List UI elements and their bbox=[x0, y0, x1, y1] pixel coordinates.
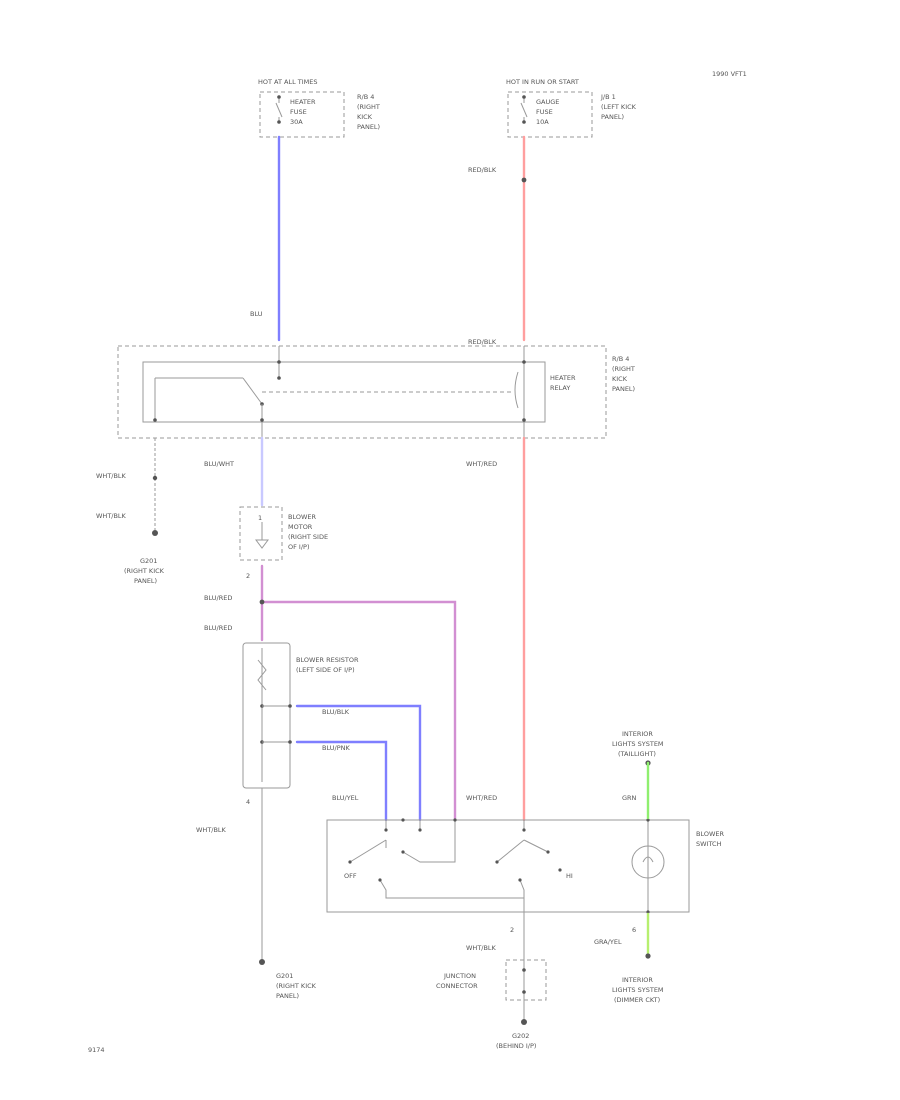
svg-text:BLU/RED: BLU/RED bbox=[204, 594, 232, 602]
blower-resistor: BLOWER RESISTOR (LEFT SIDE OF I/P) bbox=[242, 642, 359, 789]
svg-text:RELAY: RELAY bbox=[550, 384, 570, 392]
svg-text:6: 6 bbox=[632, 926, 636, 934]
blu-blk-wire bbox=[295, 704, 422, 822]
blower-motor: 1 BLOWER MOTOR (RIGHT SIDE OF I/P) bbox=[239, 506, 328, 561]
svg-text:JUNCTION: JUNCTION bbox=[443, 972, 476, 980]
ground-g201-mid bbox=[259, 959, 265, 965]
gauge-fuse-header: HOT IN RUN OR START bbox=[506, 78, 579, 86]
heater-relay: RED/BLK HEATER RELAY R/B 4 (RIGHT KICK P… bbox=[117, 338, 635, 439]
svg-text:KICK: KICK bbox=[357, 113, 373, 121]
gauge-fuse: HOT IN RUN OR START GAUGE FUSE 10A J/B 1… bbox=[506, 78, 637, 138]
ground-g201-left bbox=[152, 530, 158, 536]
blu-red-wire bbox=[260, 564, 457, 822]
svg-text:(RIGHT: (RIGHT bbox=[612, 365, 635, 373]
svg-text:(RIGHT: (RIGHT bbox=[357, 103, 380, 111]
svg-text:2: 2 bbox=[246, 572, 250, 580]
svg-text:10A: 10A bbox=[536, 118, 549, 126]
svg-text:G201: G201 bbox=[276, 972, 293, 980]
svg-text:(RIGHT KICK: (RIGHT KICK bbox=[276, 982, 317, 990]
svg-text:HEATER: HEATER bbox=[550, 374, 576, 382]
svg-text:PANEL): PANEL) bbox=[601, 113, 624, 121]
svg-text:(BEHIND I/P): (BEHIND I/P) bbox=[496, 1042, 536, 1050]
svg-text:KICK: KICK bbox=[612, 375, 628, 383]
junction-connector: JUNCTION CONNECTOR bbox=[436, 959, 547, 1001]
svg-text:G201: G201 bbox=[140, 557, 157, 565]
svg-text:WHT/RED: WHT/RED bbox=[466, 460, 497, 468]
svg-text:MOTOR: MOTOR bbox=[288, 523, 313, 531]
svg-text:PANEL): PANEL) bbox=[612, 385, 635, 393]
svg-text:BLU/PNK: BLU/PNK bbox=[322, 744, 350, 752]
svg-text:WHT/BLK: WHT/BLK bbox=[96, 512, 127, 520]
svg-text:1: 1 bbox=[258, 514, 262, 522]
svg-text:BLU/BLK: BLU/BLK bbox=[322, 708, 350, 716]
svg-text:(LEFT KICK: (LEFT KICK bbox=[601, 103, 637, 111]
svg-text:PANEL): PANEL) bbox=[276, 992, 299, 1000]
ground-g202 bbox=[521, 1019, 527, 1025]
svg-text:WHT/BLK: WHT/BLK bbox=[196, 826, 227, 834]
svg-text:OFF: OFF bbox=[344, 872, 357, 880]
svg-text:WHT/BLK: WHT/BLK bbox=[96, 472, 127, 480]
svg-text:GRN: GRN bbox=[622, 794, 637, 802]
svg-text:SWITCH: SWITCH bbox=[696, 840, 722, 848]
svg-text:(RIGHT KICK: (RIGHT KICK bbox=[124, 567, 165, 575]
figure-id: 9174 bbox=[88, 1046, 105, 1054]
svg-text:4: 4 bbox=[246, 798, 250, 806]
svg-text:RED/BLK: RED/BLK bbox=[468, 338, 497, 346]
svg-text:R/B 4: R/B 4 bbox=[357, 93, 374, 101]
svg-text:BLU/RED: BLU/RED bbox=[204, 624, 232, 632]
svg-text:R/B 4: R/B 4 bbox=[612, 355, 629, 363]
svg-text:J/B 1: J/B 1 bbox=[600, 93, 616, 101]
svg-text:HEATER: HEATER bbox=[290, 98, 316, 106]
svg-text:FUSE: FUSE bbox=[290, 108, 307, 116]
svg-text:INTERIOR: INTERIOR bbox=[622, 730, 653, 738]
svg-text:BLU/YEL: BLU/YEL bbox=[332, 794, 359, 802]
title-code: 1990 VFT1 bbox=[712, 70, 747, 78]
svg-text:BLOWER RESISTOR: BLOWER RESISTOR bbox=[296, 656, 359, 664]
svg-text:PANEL): PANEL) bbox=[134, 577, 157, 585]
svg-text:INTERIOR: INTERIOR bbox=[622, 976, 653, 984]
svg-text:G202: G202 bbox=[512, 1032, 529, 1040]
svg-text:BLOWER: BLOWER bbox=[288, 513, 316, 521]
blu-wire-label: BLU bbox=[250, 310, 263, 318]
svg-text:GAUGE: GAUGE bbox=[536, 98, 559, 106]
red-blk-wire-label: RED/BLK bbox=[468, 166, 497, 174]
svg-text:WHT/RED: WHT/RED bbox=[466, 794, 497, 802]
svg-text:PANEL): PANEL) bbox=[357, 123, 380, 131]
svg-text:(LEFT SIDE OF I/P): (LEFT SIDE OF I/P) bbox=[296, 666, 355, 674]
heater-fuse: HOT AT ALL TIMES HEATER FUSE 30A R/B 4 (… bbox=[258, 78, 380, 138]
svg-text:HI: HI bbox=[566, 872, 573, 880]
blower-switch: BLOWER SWITCH OFF HI BLU/YEL bbox=[326, 794, 724, 914]
blu-pnk-wire bbox=[295, 740, 388, 822]
heater-fuse-header: HOT AT ALL TIMES bbox=[258, 78, 318, 86]
svg-text:WHT/BLK: WHT/BLK bbox=[466, 944, 497, 952]
svg-text:(RIGHT SIDE: (RIGHT SIDE bbox=[288, 533, 328, 541]
svg-text:(TAILLIGHT): (TAILLIGHT) bbox=[618, 750, 656, 758]
svg-text:CONNECTOR: CONNECTOR bbox=[436, 982, 478, 990]
svg-text:BLU/WHT: BLU/WHT bbox=[204, 460, 234, 468]
svg-text:LIGHTS SYSTEM: LIGHTS SYSTEM bbox=[612, 986, 664, 994]
svg-text:2: 2 bbox=[510, 926, 514, 934]
svg-text:GRA/YEL: GRA/YEL bbox=[594, 938, 622, 946]
svg-text:(DIMMER CKT): (DIMMER CKT) bbox=[614, 996, 660, 1004]
svg-text:LIGHTS SYSTEM: LIGHTS SYSTEM bbox=[612, 740, 664, 748]
svg-text:OF I/P): OF I/P) bbox=[288, 543, 309, 551]
svg-text:30A: 30A bbox=[290, 118, 303, 126]
svg-text:FUSE: FUSE bbox=[536, 108, 553, 116]
svg-text:BLOWER: BLOWER bbox=[696, 830, 724, 838]
